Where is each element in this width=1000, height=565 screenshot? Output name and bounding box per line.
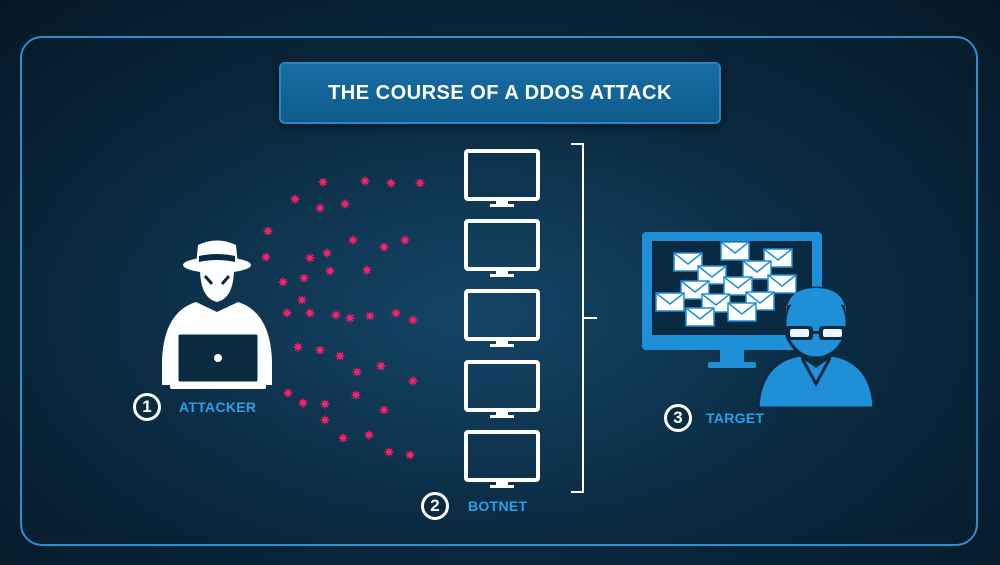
monitor-icon (464, 149, 540, 209)
title-banner: THE COURSE OF A DDOS ATTACK (279, 62, 721, 124)
user-glasses-icon (756, 286, 876, 410)
step-badge-3: 3 (664, 404, 692, 432)
step-badge-1: 1 (133, 393, 161, 421)
laptop-icon (170, 331, 266, 389)
monitor-icon (464, 219, 540, 279)
monitor-icon (464, 289, 540, 349)
botnet-label: BOTNET (468, 498, 528, 514)
attacker-label: ATTACKER (179, 399, 257, 415)
botnet-bracket (571, 143, 597, 493)
monitor-icon (464, 430, 540, 490)
target-label: TARGET (706, 410, 765, 426)
botnet-monitors (464, 149, 540, 490)
diagram-title: THE COURSE OF A DDOS ATTACK (328, 81, 672, 104)
packet-stream (260, 175, 426, 461)
step-badge-2: 2 (421, 492, 449, 520)
monitor-icon (464, 360, 540, 420)
